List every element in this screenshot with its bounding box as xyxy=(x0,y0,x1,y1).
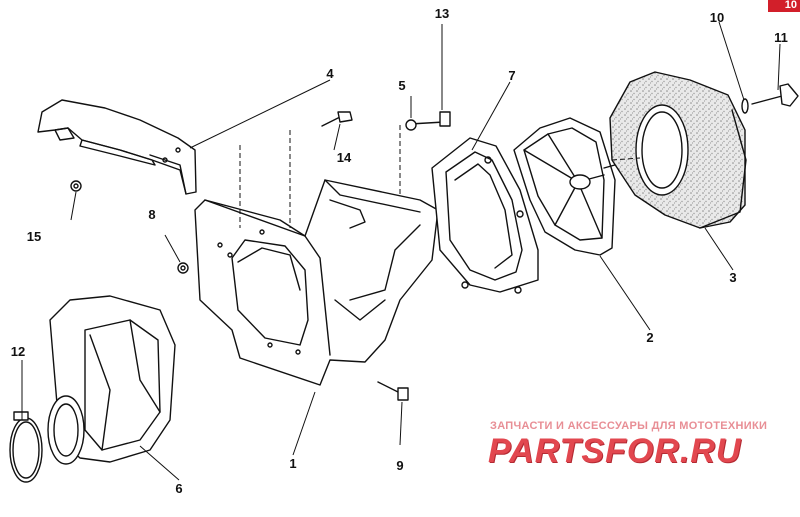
part-bolt-14 xyxy=(321,111,353,127)
part-filter-element xyxy=(513,117,641,256)
part-nut-15 xyxy=(70,180,82,192)
callout-15: 15 xyxy=(27,229,41,244)
assembly-guide-lines xyxy=(239,125,641,228)
corner-page-tab: 10 xyxy=(768,0,800,12)
callout-leader-lines xyxy=(21,21,781,481)
callout-3: 3 xyxy=(729,270,736,285)
watermark-logo: PARTSFOR.RU xyxy=(488,432,742,470)
part-heat-shield-bracket xyxy=(37,99,197,195)
callout-7: 7 xyxy=(508,68,515,83)
callout-numbers: 1 2 3 4 5 6 7 8 9 10 11 12 13 14 15 xyxy=(11,6,788,496)
callout-2: 2 xyxy=(646,330,653,345)
part-air-filter-cover xyxy=(609,71,747,229)
part-knob-bolt-11 xyxy=(751,83,799,107)
callout-10: 10 xyxy=(710,10,724,25)
callout-12: 12 xyxy=(11,344,25,359)
part-air-box-housing xyxy=(194,179,439,386)
part-intake-boot xyxy=(47,295,176,465)
part-bolt-9 xyxy=(377,381,409,401)
watermark-tagline: ЗАПЧАСТИ И АКСЕССУАРЫ ДЛЯ МОТОТЕХНИКИ xyxy=(490,420,768,432)
part-hose-clamp-12 xyxy=(9,411,43,483)
callout-14: 14 xyxy=(337,150,352,165)
callout-13: 13 xyxy=(435,6,449,21)
callout-5: 5 xyxy=(398,78,405,93)
callout-1: 1 xyxy=(289,456,296,471)
callout-11: 11 xyxy=(774,30,788,45)
part-washer-10 xyxy=(741,98,749,114)
callout-8: 8 xyxy=(148,207,155,222)
callout-6: 6 xyxy=(175,481,182,496)
part-nut-8 xyxy=(177,262,189,274)
callout-4: 4 xyxy=(326,66,334,81)
part-filter-frame xyxy=(431,137,539,294)
callout-9: 9 xyxy=(396,458,403,473)
part-bolt-5 xyxy=(405,111,451,131)
